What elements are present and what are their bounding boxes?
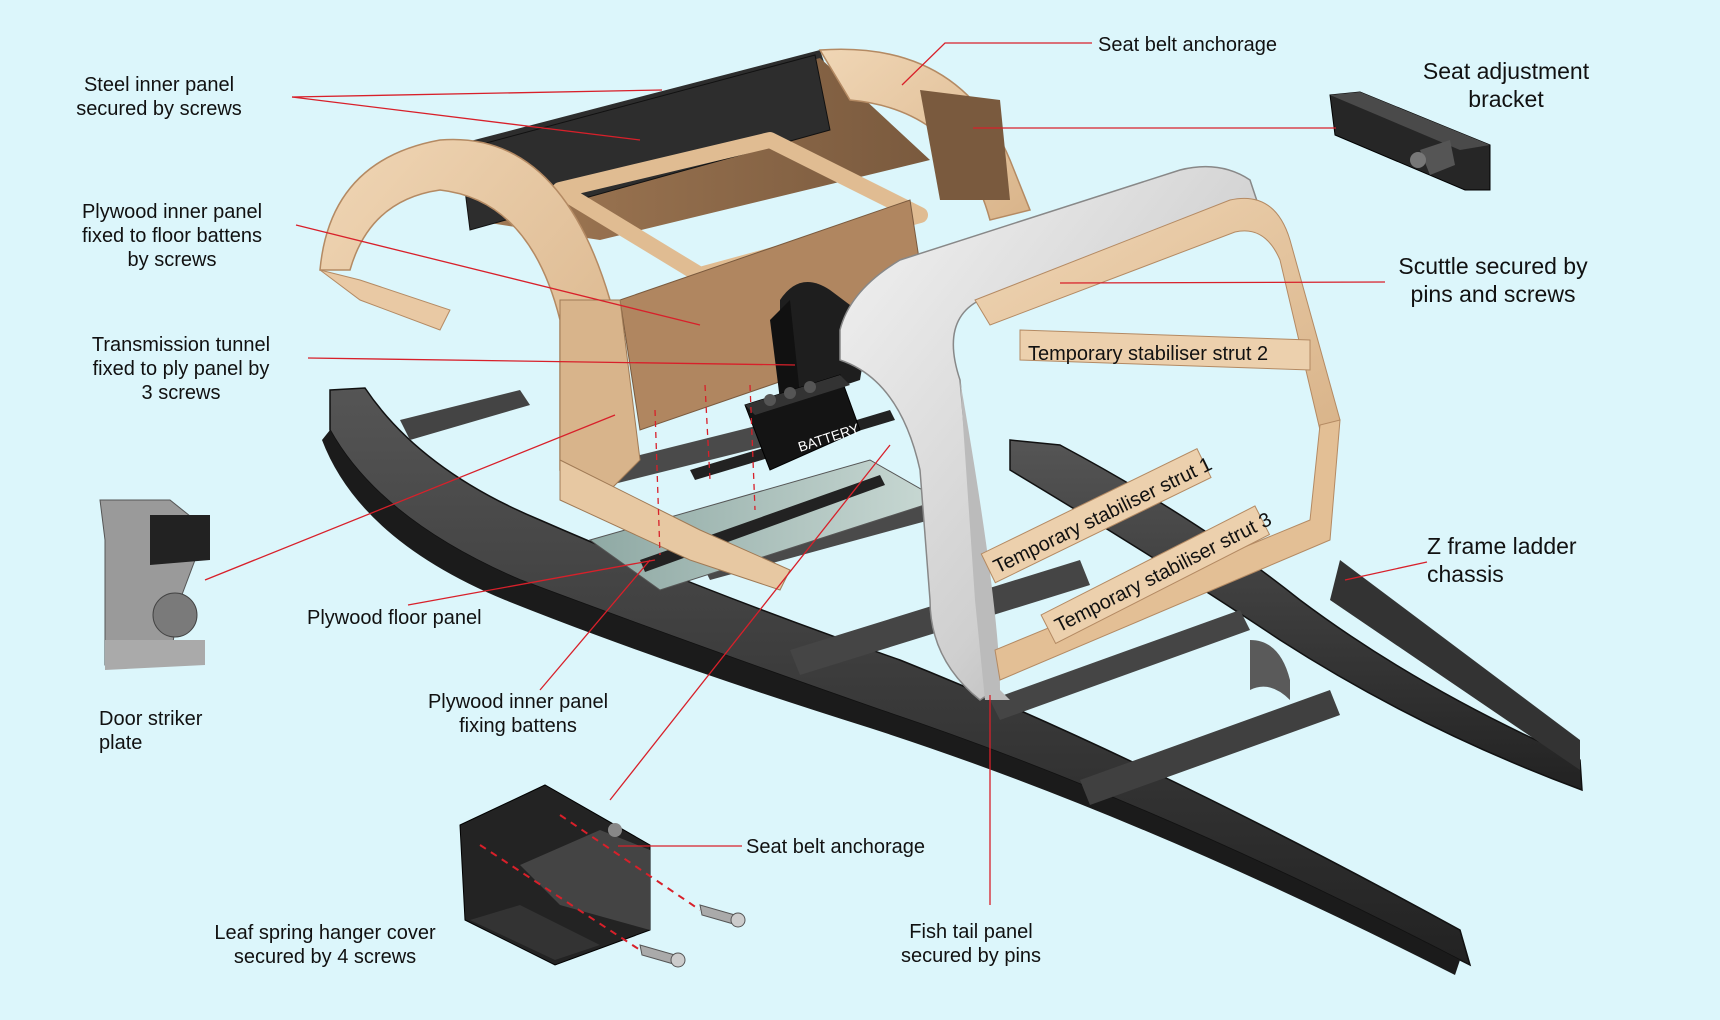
leader-plywood-inner <box>295 224 701 326</box>
rear-tub <box>319 48 1032 591</box>
label-seat-belt-anchorage-bottom: Seat belt anchorage <box>746 836 926 858</box>
leader-fixing-battens <box>539 559 651 691</box>
leader-steel-panel-1 <box>291 89 663 98</box>
leader-screw-2 <box>479 844 641 951</box>
label-seat-belt-anchorage-top: Seat belt anchorage <box>1098 34 1278 56</box>
leader-floor-panel <box>407 559 656 606</box>
label-seat-adjustment-bracket: Seat adjustment bracket <box>1422 58 1590 112</box>
leader-screw-1 <box>559 814 701 911</box>
door-striker-plate <box>99 499 210 670</box>
leader-scuttle <box>1059 281 1386 284</box>
label-z-frame-chassis: Z frame ladder chassis <box>1427 533 1577 587</box>
label-scuttle: Scuttle secured by pins and screws <box>1398 253 1588 307</box>
leader-dashed-2 <box>704 384 711 481</box>
leader-leaf-spring <box>609 444 891 801</box>
leader-transmission <box>307 357 796 366</box>
label-leaf-spring-hanger-cover: Leaf spring hanger cover secured by 4 sc… <box>214 922 436 968</box>
leader-lines <box>204 42 1428 951</box>
z-frame-ladder-chassis <box>322 387 1583 975</box>
screw <box>699 904 746 928</box>
battery <box>744 374 861 471</box>
screw <box>639 944 686 968</box>
label-transmission-tunnel: Transmission tunnel fixed to ply panel b… <box>91 334 271 404</box>
label-plywood-floor-panel: Plywood floor panel <box>307 607 482 629</box>
strut-2-label: Temporary stabiliser strut 2 <box>1028 343 1268 365</box>
leader-dashed-3 <box>749 384 756 511</box>
label-plywood-inner-panel: Plywood inner panel fixed to floor batte… <box>81 201 263 271</box>
label-fish-tail-panel: Fish tail panel secured by pins <box>900 921 1042 967</box>
label-plywood-fixing-battens: Plywood inner panel fixing battens <box>427 691 609 737</box>
scuttle <box>839 165 1261 701</box>
leader-chassis <box>1344 561 1428 581</box>
leader-dashed-1 <box>654 409 661 556</box>
seat-adjustment-bracket <box>1329 91 1491 191</box>
label-steel-inner-panel: Steel inner panel secured by screws <box>76 74 242 120</box>
temporary-stabiliser-strut-2: Temporary stabiliser strut 2 <box>1019 329 1311 371</box>
leader-steel-panel-2 <box>291 96 641 141</box>
leaf-spring-hanger-cover <box>459 784 651 966</box>
label-door-striker-plate: Door striker plate <box>99 708 203 754</box>
leader-seat-belt-top <box>901 42 1092 86</box>
leader-door-striker <box>204 414 616 581</box>
